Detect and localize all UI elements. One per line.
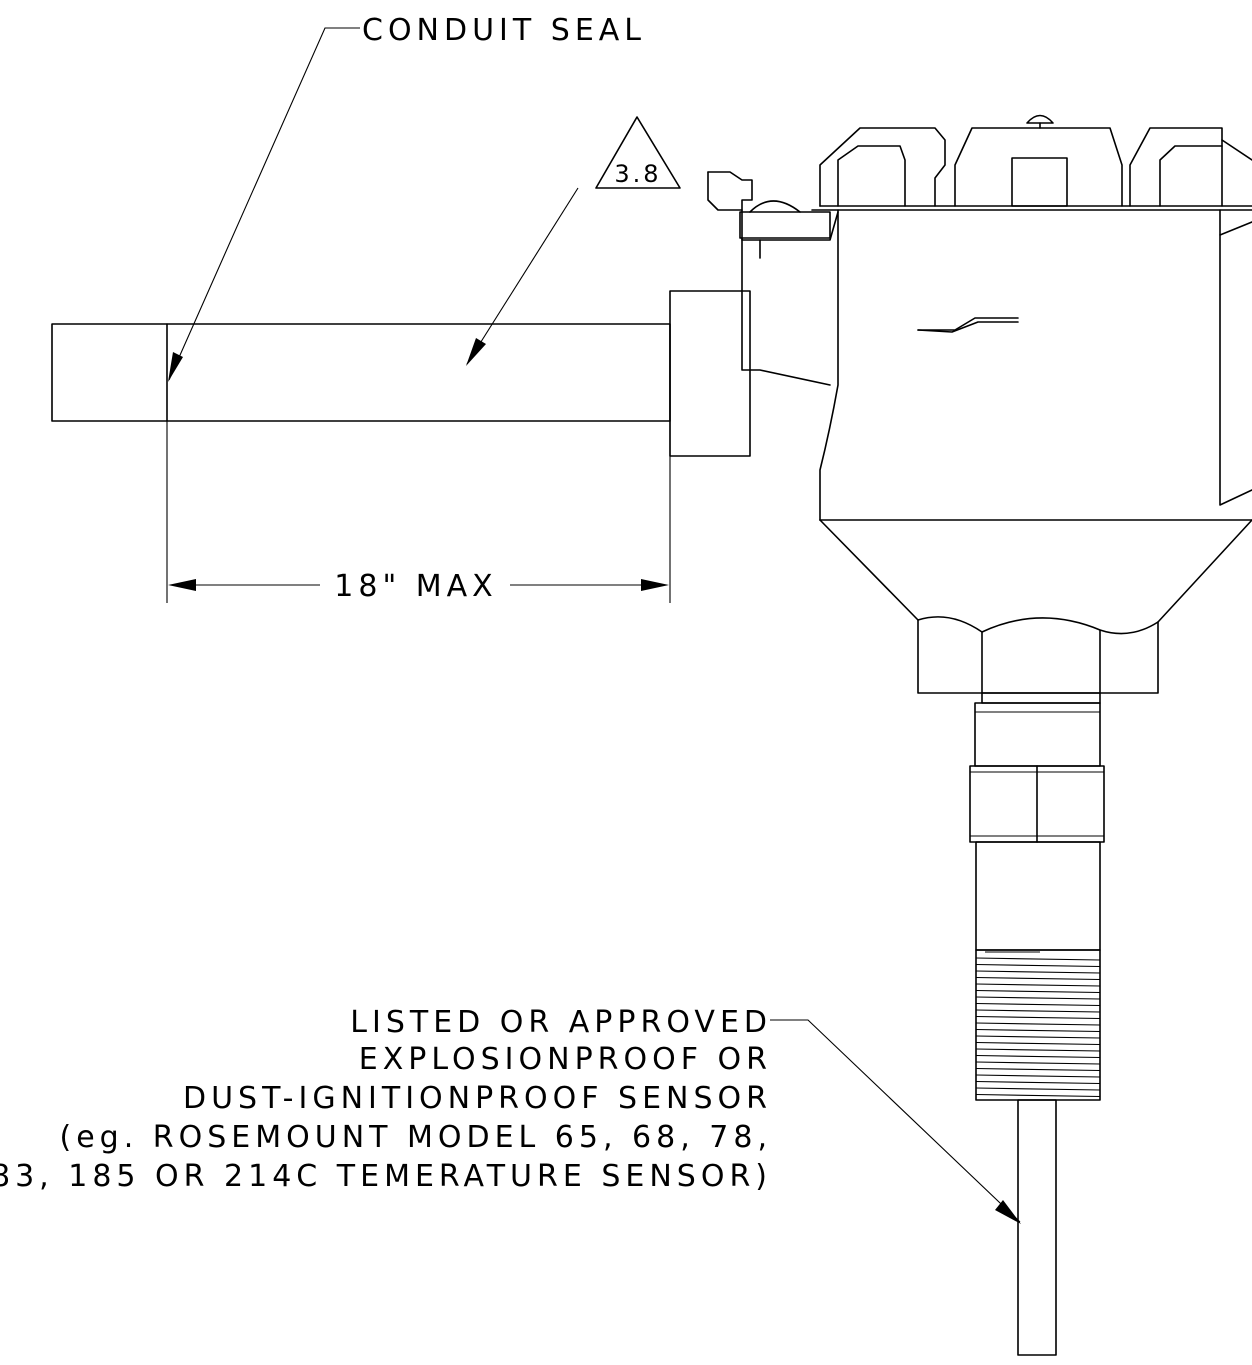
thread-ridge (975, 1041, 1101, 1046)
note-arrow (466, 338, 486, 366)
cone-left (819, 519, 919, 621)
dimension-arrow-right (641, 579, 669, 591)
terminal-clip (707, 171, 761, 259)
side-boss-top (759, 211, 839, 241)
thread-ridge (975, 1009, 1101, 1013)
cover-edge-right (1221, 139, 1252, 161)
thread-ridge (975, 1022, 1101, 1026)
cone-right (1157, 519, 1252, 623)
housing-neck (917, 619, 1159, 694)
thread-ridge (975, 996, 1101, 1000)
note-triangle (595, 116, 681, 189)
sensor-label-line-3: DUST-IGNITIONPROOF SENSOR (183, 1081, 772, 1116)
thread-ridge (975, 963, 1101, 968)
npt-thread (975, 949, 1101, 1101)
housing-right-panel (1219, 209, 1252, 506)
thread-ridge (975, 957, 1101, 961)
note-leader (466, 187, 579, 365)
thread-ridge (975, 1028, 1101, 1033)
note-number: 3.8 (614, 160, 661, 188)
cover-rib-right-inner (1159, 145, 1223, 207)
cover-tab (1011, 157, 1068, 207)
thread-ridge (975, 989, 1101, 994)
sensor-callout: LISTED OR APPROVED EXPLOSIONPROOF OR DUS… (0, 1005, 1021, 1224)
dimension-arrow-left (168, 579, 196, 591)
conduit-seal-leader (168, 27, 360, 381)
cover-rib-left (819, 127, 946, 207)
dimension-group: 18" MAX (166, 421, 671, 604)
sensor-arrow (995, 1200, 1021, 1224)
dimension-label: 18" MAX (334, 569, 497, 604)
transmitter-housing (707, 114, 1252, 694)
cover-rib-right (1129, 127, 1223, 207)
thread-ridge (975, 1067, 1101, 1072)
sensor-label-line-1: LISTED OR APPROVED (350, 1005, 772, 1040)
conduit-entry-boss (669, 290, 751, 457)
side-boss-outline (741, 237, 831, 386)
conduit-seal-label: CONDUIT SEAL (362, 13, 646, 48)
thread-ridge (975, 976, 1101, 981)
sensor-label-line-5: 183, 185 OR 214C TEMERATURE SENSOR) (0, 1159, 772, 1194)
thread-ridge (975, 1054, 1101, 1059)
thread-lines (975, 957, 1101, 1098)
thread-ridge (975, 1035, 1101, 1039)
terminal-block (739, 211, 831, 239)
sensor-label-line-4: (eg. ROSEMOUNT MODEL 65, 68, 78, (60, 1120, 773, 1155)
cover-rib-left-inner (837, 145, 906, 207)
thread-ridge (975, 1080, 1101, 1085)
cover-rib-center (954, 127, 1123, 207)
sensor-label-line-2: EXPLOSIONPROOF OR (359, 1042, 772, 1077)
terminal-clip-outer (707, 171, 743, 211)
sensor-assembly (969, 692, 1105, 1356)
thread-ridge (975, 1087, 1101, 1091)
note-callout: 3.8 (466, 116, 681, 366)
cone-scallop (917, 616, 1159, 635)
thread-ridge (975, 1048, 1101, 1052)
thread-ridge (975, 1015, 1101, 1020)
housing-left-wall (819, 209, 839, 521)
thread-ridge (975, 1002, 1101, 1007)
conduit-assembly (51, 290, 751, 457)
union-ring (981, 692, 1101, 704)
conduit-seal-arrow (168, 352, 183, 382)
housing-right-panel-top (1219, 221, 1252, 236)
thread-ridge (975, 1061, 1101, 1065)
cover-screw-head (1026, 114, 1054, 124)
sensor-probe (1017, 1099, 1057, 1356)
terminal-dome (749, 200, 801, 213)
switch-mark-bottom (917, 321, 1019, 333)
thread-ridge (975, 1093, 1101, 1098)
sensor-body (975, 841, 1101, 951)
thread-ridge (975, 970, 1101, 974)
switch-mark-top (917, 317, 1019, 331)
thread-ridge (975, 983, 1101, 987)
thread-ridge (975, 1074, 1101, 1078)
conduit-seal-callout: CONDUIT SEAL (168, 13, 646, 382)
sensor-leader (770, 1019, 1021, 1223)
conduit-pipe (51, 323, 671, 422)
